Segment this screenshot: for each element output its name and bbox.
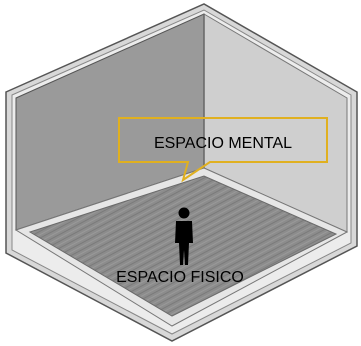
mental-space-callout: ESPACIO MENTAL	[118, 117, 328, 183]
mental-space-label: ESPACIO MENTAL	[154, 135, 292, 152]
physical-space-label: ESPACIO FISICO	[116, 269, 244, 286]
callout-box	[118, 117, 328, 183]
person-icon	[175, 207, 193, 265]
